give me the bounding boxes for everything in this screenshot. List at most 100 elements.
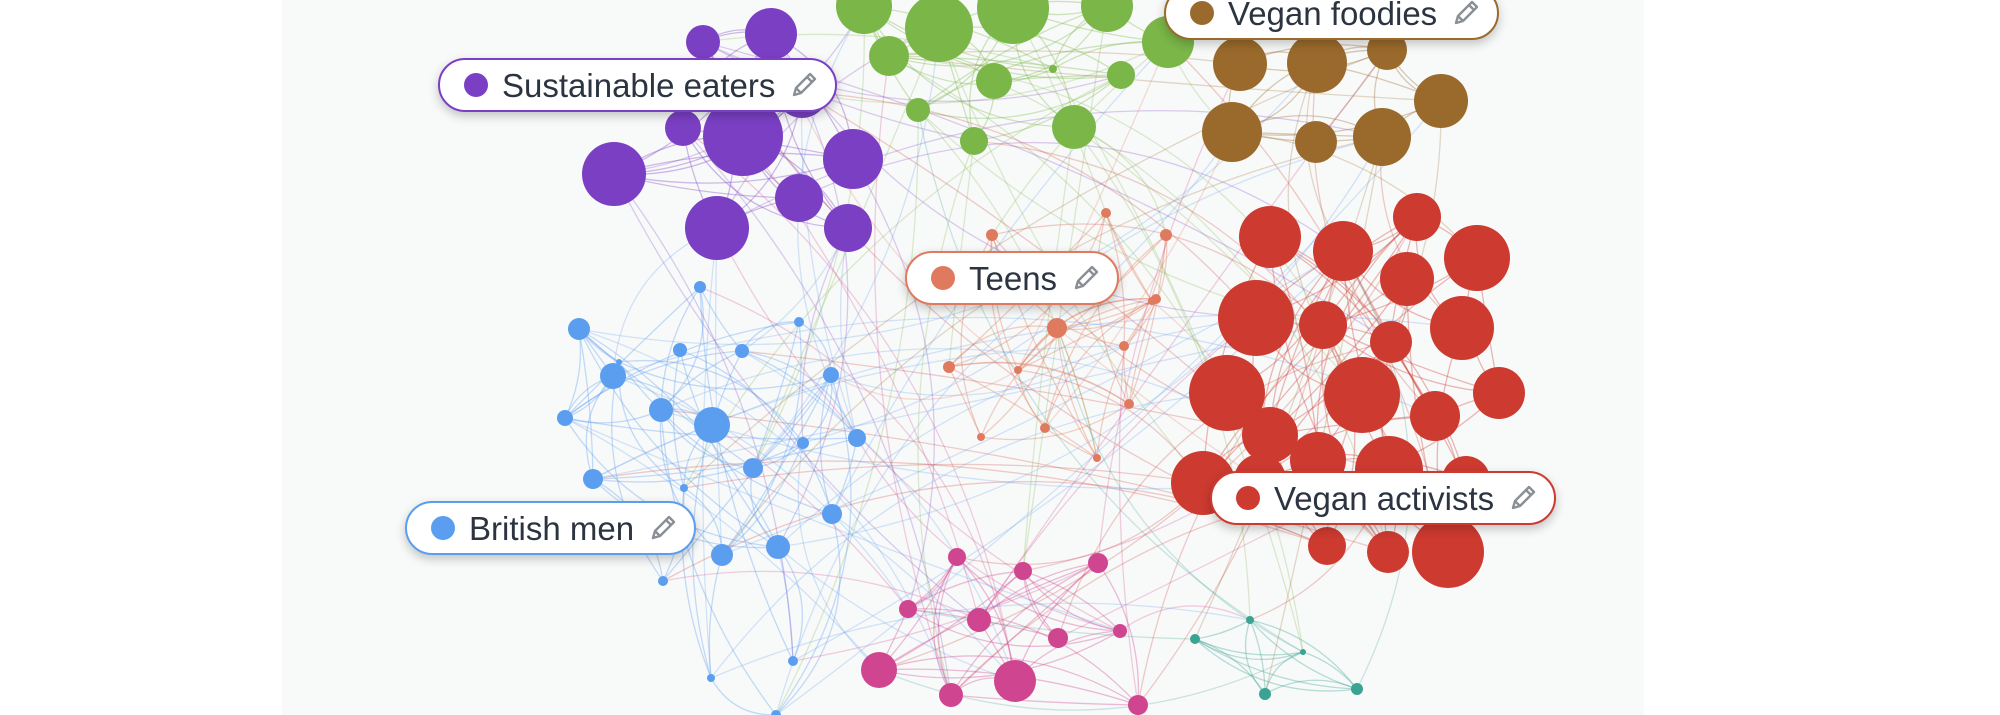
- node-british[interactable]: [735, 344, 749, 358]
- node-teens[interactable]: [1101, 208, 1111, 218]
- node-activists[interactable]: [1444, 225, 1510, 291]
- node-teal[interactable]: [1246, 616, 1254, 624]
- node-activists[interactable]: [1473, 367, 1525, 419]
- node-british[interactable]: [794, 317, 804, 327]
- node-sustainable[interactable]: [686, 25, 720, 59]
- node-activists[interactable]: [1299, 301, 1347, 349]
- cluster-label-vegan-activists[interactable]: Vegan activists: [1210, 471, 1557, 525]
- node-british[interactable]: [568, 318, 590, 340]
- cluster-label-sustainable-eaters[interactable]: Sustainable eaters: [438, 58, 838, 112]
- pencil-icon[interactable]: [1069, 261, 1103, 295]
- node-foodies[interactable]: [1414, 74, 1468, 128]
- node-foodies[interactable]: [1202, 102, 1262, 162]
- node-teal[interactable]: [1259, 688, 1271, 700]
- node-british[interactable]: [680, 484, 688, 492]
- node-activists[interactable]: [1367, 531, 1409, 573]
- node-british[interactable]: [822, 504, 842, 524]
- node-sustainable[interactable]: [703, 96, 783, 176]
- node-pink[interactable]: [1048, 628, 1068, 648]
- node-pink[interactable]: [948, 548, 966, 566]
- pencil-icon[interactable]: [1506, 481, 1540, 515]
- node-green[interactable]: [906, 98, 930, 122]
- node-sustainable[interactable]: [685, 196, 749, 260]
- node-british[interactable]: [583, 469, 603, 489]
- node-british[interactable]: [743, 458, 763, 478]
- node-british[interactable]: [823, 367, 839, 383]
- node-green[interactable]: [1081, 0, 1133, 32]
- node-pink[interactable]: [861, 652, 897, 688]
- node-foodies[interactable]: [1367, 30, 1407, 70]
- node-green[interactable]: [869, 36, 909, 76]
- node-teens[interactable]: [977, 433, 985, 441]
- node-british[interactable]: [600, 363, 626, 389]
- node-activists[interactable]: [1370, 321, 1412, 363]
- node-british[interactable]: [694, 407, 730, 443]
- node-green[interactable]: [977, 0, 1049, 44]
- node-teens[interactable]: [1047, 318, 1067, 338]
- node-green[interactable]: [836, 0, 892, 34]
- node-activists[interactable]: [1410, 391, 1460, 441]
- node-teal[interactable]: [1300, 649, 1306, 655]
- node-pink[interactable]: [1014, 562, 1032, 580]
- node-pink[interactable]: [939, 683, 963, 707]
- node-pink[interactable]: [1128, 695, 1148, 715]
- node-sustainable[interactable]: [775, 174, 823, 222]
- node-green[interactable]: [1049, 65, 1057, 73]
- node-activists[interactable]: [1393, 193, 1441, 241]
- node-teens[interactable]: [1119, 341, 1129, 351]
- node-foodies[interactable]: [1213, 37, 1267, 91]
- node-british[interactable]: [673, 343, 687, 357]
- node-british[interactable]: [711, 544, 733, 566]
- node-british[interactable]: [694, 281, 706, 293]
- node-foodies[interactable]: [1287, 33, 1347, 93]
- node-foodies[interactable]: [1295, 121, 1337, 163]
- node-teens[interactable]: [1040, 423, 1050, 433]
- node-green[interactable]: [905, 0, 973, 62]
- cluster-label-british-men[interactable]: British men: [405, 501, 697, 555]
- node-activists[interactable]: [1380, 252, 1434, 306]
- node-activists[interactable]: [1430, 296, 1494, 360]
- node-british[interactable]: [557, 410, 573, 426]
- node-green[interactable]: [1107, 61, 1135, 89]
- node-activists[interactable]: [1242, 407, 1298, 463]
- node-activists[interactable]: [1308, 527, 1346, 565]
- node-british[interactable]: [788, 656, 798, 666]
- node-pink[interactable]: [899, 600, 917, 618]
- node-activists[interactable]: [1189, 355, 1265, 431]
- node-activists[interactable]: [1313, 221, 1373, 281]
- node-pink[interactable]: [1113, 624, 1127, 638]
- node-teens[interactable]: [943, 361, 955, 373]
- pencil-icon[interactable]: [646, 511, 680, 545]
- node-sustainable[interactable]: [745, 8, 797, 60]
- node-british[interactable]: [649, 398, 673, 422]
- node-activists[interactable]: [1412, 516, 1484, 588]
- node-british[interactable]: [658, 576, 668, 586]
- cluster-label-vegan-foodies[interactable]: Vegan foodies: [1164, 0, 1500, 40]
- node-foodies[interactable]: [1353, 108, 1411, 166]
- node-teens[interactable]: [1148, 297, 1156, 305]
- node-teens[interactable]: [1160, 229, 1172, 241]
- pencil-icon[interactable]: [1449, 0, 1483, 30]
- node-sustainable[interactable]: [582, 142, 646, 206]
- node-teal[interactable]: [1190, 634, 1200, 644]
- node-sustainable[interactable]: [823, 129, 883, 189]
- node-activists[interactable]: [1324, 357, 1400, 433]
- node-pink[interactable]: [967, 608, 991, 632]
- node-teal[interactable]: [1351, 683, 1363, 695]
- node-teens[interactable]: [1093, 454, 1101, 462]
- pencil-icon[interactable]: [787, 68, 821, 102]
- node-green[interactable]: [976, 63, 1012, 99]
- node-sustainable[interactable]: [665, 110, 701, 146]
- node-british[interactable]: [707, 674, 715, 682]
- node-british[interactable]: [848, 429, 866, 447]
- node-pink[interactable]: [1088, 553, 1108, 573]
- node-british[interactable]: [616, 359, 622, 365]
- node-green[interactable]: [1052, 105, 1096, 149]
- node-activists[interactable]: [1239, 206, 1301, 268]
- node-sustainable[interactable]: [824, 204, 872, 252]
- cluster-label-teens[interactable]: Teens: [905, 251, 1120, 305]
- node-teens[interactable]: [1014, 366, 1022, 374]
- node-green[interactable]: [960, 127, 988, 155]
- node-activists[interactable]: [1218, 280, 1294, 356]
- node-british[interactable]: [766, 535, 790, 559]
